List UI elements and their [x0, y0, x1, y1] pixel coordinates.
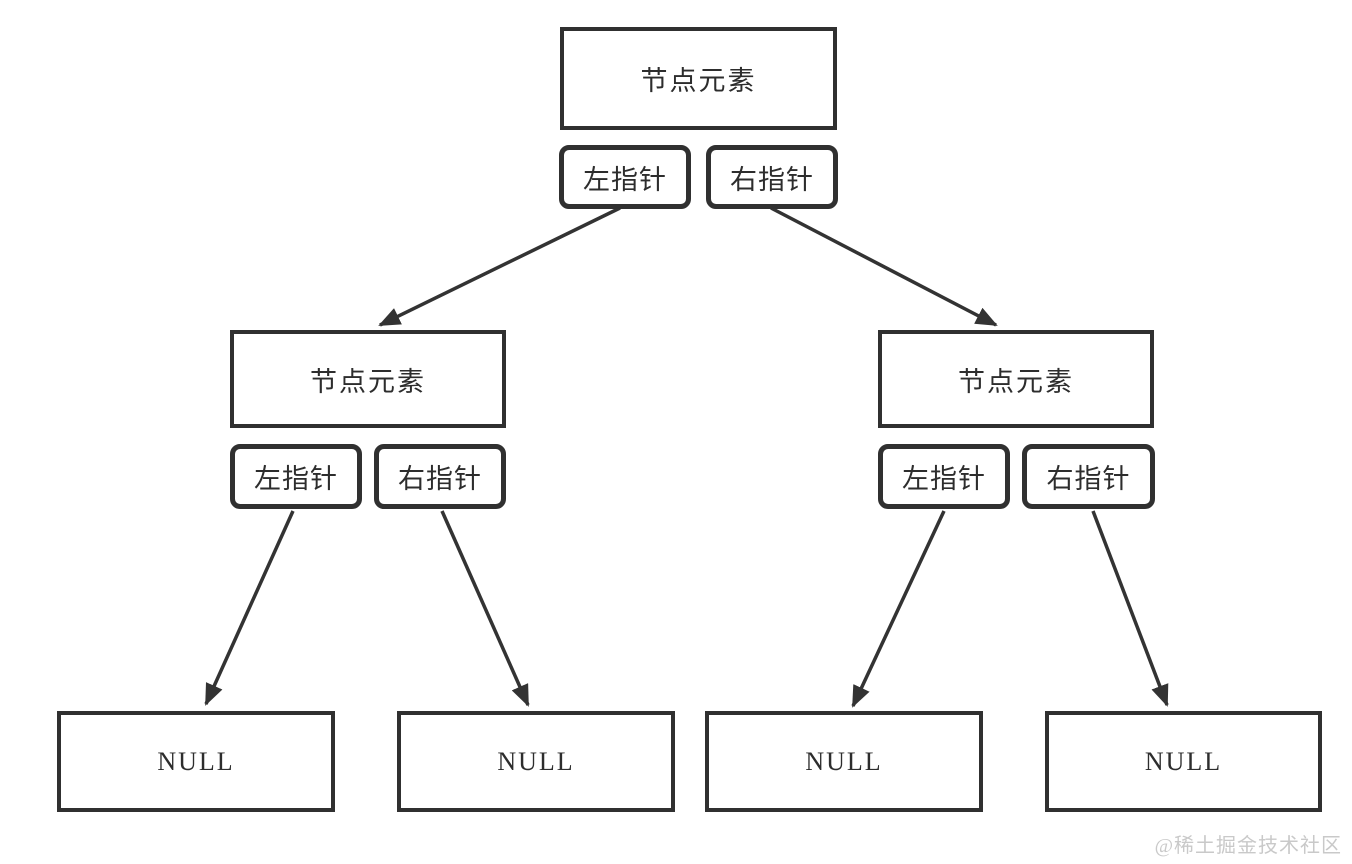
root-right-pointer-label: 右指针	[730, 164, 814, 195]
arrow-left-child-right-pointer-to-null-2	[440, 510, 530, 707]
null-leaf-box-2: NULL	[397, 711, 675, 812]
null-label-4: NULL	[1144, 746, 1223, 776]
right-child-left-pointer-box: 左指针	[878, 444, 1010, 509]
arrow-root-right-pointer-to-right-child	[770, 206, 998, 327]
right-child-left-pointer-label: 左指针	[902, 464, 986, 494]
null-label-3: NULL	[805, 746, 883, 776]
arrow-root-left-pointer-to-left-child	[378, 206, 621, 327]
null-leaf-box-1: NULL	[57, 711, 335, 812]
arrow-right-child-right-pointer-to-null-4	[1091, 510, 1169, 707]
left-child-node-element-box: 节点元素	[230, 330, 506, 428]
right-child-node-label: 节点元素	[958, 366, 1074, 397]
root-right-pointer-box: 右指针	[706, 145, 838, 209]
left-child-left-pointer-box: 左指针	[230, 444, 362, 509]
null-leaf-box-3: NULL	[705, 711, 983, 812]
null-label-1: NULL	[157, 746, 235, 776]
left-child-right-pointer-label: 右指针	[398, 464, 482, 494]
root-left-pointer-label: 左指针	[583, 164, 667, 195]
left-child-node-label: 节点元素	[310, 366, 426, 397]
root-node-element-box: 节点元素	[560, 27, 837, 130]
right-child-right-pointer-label: 右指针	[1046, 464, 1131, 494]
right-child-node-element-box: 节点元素	[878, 330, 1154, 428]
watermark-text: @稀土掘金技术社区	[1154, 835, 1342, 857]
null-label-2: NULL	[497, 746, 575, 776]
left-child-right-pointer-box: 右指针	[374, 444, 506, 509]
null-leaf-box-4: NULL	[1045, 711, 1322, 812]
arrow-left-child-left-pointer-to-null-1	[204, 510, 295, 706]
root-node-label: 节点元素	[640, 66, 757, 96]
right-child-right-pointer-box: 右指针	[1022, 444, 1155, 509]
left-child-left-pointer-label: 左指针	[254, 464, 338, 494]
root-left-pointer-box: 左指针	[559, 145, 691, 209]
arrow-right-child-left-pointer-to-null-3	[851, 510, 946, 708]
